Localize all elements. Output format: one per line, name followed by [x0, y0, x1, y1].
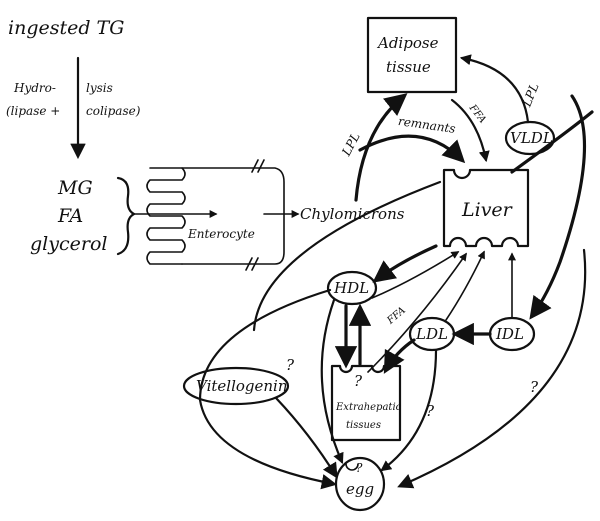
hdl-to-egg-arrow	[198, 288, 338, 490]
fa-label: FA	[57, 205, 83, 227]
liver-label: Liver	[461, 199, 514, 221]
liver-to-hdl-arrow	[372, 244, 438, 283]
q-egg-label: ?	[356, 461, 363, 475]
enterocyte-break-bottom-2	[251, 257, 259, 271]
vldl-to-egg-arrow	[397, 248, 587, 489]
enterocyte-label: Enterocyte	[187, 227, 255, 241]
vldl-label: VLDL	[510, 129, 553, 147]
ffa-top-label: FFA	[466, 102, 488, 126]
q-right-label: ?	[530, 378, 539, 396]
hdl-inner-to-egg-arrow	[320, 298, 344, 465]
lysis-label: lysis	[86, 81, 113, 95]
liver-to-egg-arrow	[252, 180, 442, 332]
egg-notch	[345, 463, 359, 471]
q-ldl-label: ?	[426, 402, 435, 420]
liver-box	[442, 168, 530, 248]
lpl-left-label: LPL	[339, 130, 363, 159]
enterocyte-break-top-2	[257, 159, 265, 173]
extra-to-liver-ffa-arrow	[367, 252, 467, 373]
colipase-label: colipase)	[86, 104, 141, 118]
q-hdl-label: ?	[286, 356, 295, 374]
ingested-tg-label: ingested TG	[8, 17, 124, 39]
hdl-label: HDL	[333, 279, 369, 297]
enterocyte-body	[181, 167, 285, 265]
adipose-tissue-box	[366, 16, 458, 94]
ffa-to-liver-arrow	[450, 98, 490, 163]
enterocyte-microvilli	[146, 167, 186, 265]
enterocyte-break-top	[251, 159, 259, 173]
vitellogenin-label: Vitellogenin	[196, 377, 288, 395]
q-extra-label: ?	[354, 372, 363, 390]
egg-label: egg	[346, 480, 374, 498]
extrahepatic-box	[330, 364, 402, 442]
hydro-label: Hydro-	[13, 81, 56, 95]
ldl-to-liver-arrow	[445, 250, 485, 321]
vitellogenin-node	[182, 366, 290, 406]
ffa-mid-label: FFA	[385, 305, 408, 327]
remnants-arrow	[358, 134, 466, 164]
chylomicrons-label: Chylomicrons	[300, 205, 405, 223]
ldl-to-egg-arrow	[380, 348, 438, 472]
mg-label: MG	[57, 177, 93, 199]
idl-label: IDL	[495, 325, 524, 343]
adipose-label-1: Adipose	[376, 34, 439, 52]
extrahepatic-label-1: Extrahepatic	[335, 402, 402, 413]
extrahepatic-label-2: tissues	[346, 420, 381, 431]
vldl-to-adipose-arrow	[459, 54, 530, 124]
hdl-to-liver-arrow	[371, 251, 460, 299]
lipase-label: (lipase +	[6, 104, 60, 118]
chylo-to-adipose-arrow	[354, 93, 408, 202]
glycerol-label: glycerol	[30, 233, 107, 255]
lpl-right-label: LPL	[519, 81, 541, 109]
ldl-label: LDL	[415, 325, 448, 343]
adipose-label-2: tissue	[386, 58, 431, 76]
brace	[116, 176, 136, 256]
vldl-node	[504, 120, 556, 156]
remnants-label: remnants	[397, 114, 456, 136]
vitellogenin-to-egg-arrow	[274, 396, 338, 479]
enterocyte-break-bottom	[245, 257, 253, 271]
liver-to-vldl-arrow	[510, 110, 594, 174]
vldl-to-idl-arrow	[529, 94, 587, 320]
